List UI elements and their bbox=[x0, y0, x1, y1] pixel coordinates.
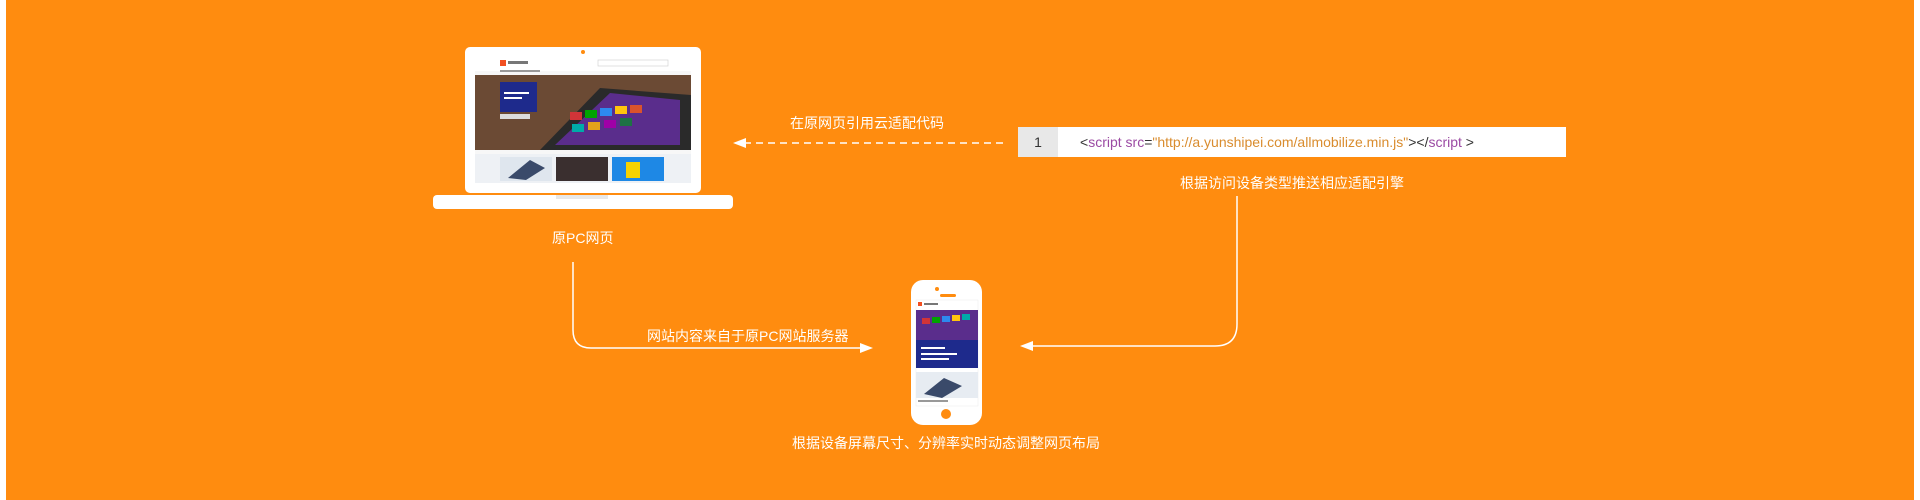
phone-speaker bbox=[940, 294, 956, 297]
phone-mini-logo bbox=[918, 302, 922, 306]
pc-page-label: 原PC网页 bbox=[552, 230, 614, 246]
code-tag-open: script bbox=[1088, 134, 1122, 150]
embed-code-label: 在原网页引用云适配代码 bbox=[790, 115, 944, 131]
phone-thumb-device bbox=[924, 378, 962, 398]
phone-panel-text bbox=[921, 358, 949, 360]
phone-tile bbox=[932, 317, 940, 323]
dashed-arrowhead bbox=[733, 138, 746, 148]
code-attr: src bbox=[1121, 134, 1145, 150]
phone-tile bbox=[952, 315, 960, 321]
mini-tablet-screen bbox=[555, 93, 680, 145]
mini-tile bbox=[570, 112, 582, 120]
phone-home-button bbox=[941, 409, 951, 419]
content-source-label: 网站内容来自于原PC网站服务器 bbox=[647, 328, 849, 344]
laptop-base bbox=[433, 195, 733, 209]
mini-logo bbox=[500, 60, 506, 66]
code-snippet-box: 1 <script src="http://a.yunshipei.com/al… bbox=[1018, 127, 1566, 157]
laptop-camera bbox=[581, 50, 585, 54]
mini-thumb bbox=[556, 157, 608, 181]
mini-logo-text bbox=[508, 61, 528, 64]
mini-panel-text bbox=[504, 97, 522, 99]
code-line-number: 1 bbox=[1018, 127, 1058, 157]
engine-to-phone-arrowhead bbox=[1020, 341, 1033, 351]
push-engine-label: 根据访问设备类型推送相应适配引擎 bbox=[1180, 175, 1404, 191]
phone-icon bbox=[911, 280, 982, 425]
mini-tile bbox=[604, 120, 616, 128]
code-tag-close: script bbox=[1428, 134, 1462, 150]
mini-tile bbox=[615, 106, 627, 114]
code-end: > bbox=[1461, 134, 1474, 150]
phone-tile bbox=[942, 316, 950, 322]
phone-panel-text bbox=[921, 347, 945, 349]
phone-mini-logo-text bbox=[924, 303, 938, 305]
phone-camera bbox=[935, 287, 939, 291]
pc-to-phone-arrowhead bbox=[860, 343, 873, 353]
laptop-notch bbox=[556, 195, 608, 199]
mini-tile bbox=[572, 124, 584, 132]
mini-thumb-phone bbox=[626, 162, 640, 178]
engine-to-phone-connector bbox=[1033, 196, 1238, 347]
mini-search-box bbox=[597, 59, 669, 67]
code-line: <script src="http://a.yunshipei.com/allm… bbox=[1058, 134, 1474, 150]
phone-tile bbox=[922, 318, 930, 324]
mini-tile bbox=[630, 105, 642, 113]
mini-panel-text bbox=[504, 92, 529, 94]
adjust-layout-label: 根据设备屏幕尺寸、分辨率实时动态调整网页布局 bbox=[792, 435, 1100, 451]
mini-tile bbox=[585, 110, 597, 118]
phone-tile bbox=[962, 314, 970, 320]
mini-tile bbox=[600, 108, 612, 116]
phone-thumb-caption bbox=[918, 400, 948, 402]
mini-tile bbox=[620, 118, 632, 126]
phone-panel-text bbox=[921, 353, 957, 355]
laptop-icon bbox=[433, 47, 733, 209]
code-lt: < bbox=[1080, 134, 1089, 150]
code-mid: ></ bbox=[1408, 134, 1429, 150]
code-eq: = bbox=[1144, 134, 1153, 150]
pc-to-phone-connector bbox=[572, 262, 860, 349]
mini-panel-button bbox=[500, 114, 530, 119]
mini-thumb-device bbox=[508, 160, 545, 180]
mini-nav bbox=[500, 70, 540, 72]
mini-tile bbox=[588, 122, 600, 130]
code-url: "http://a.yunshipei.com/allmobilize.min.… bbox=[1152, 134, 1409, 150]
